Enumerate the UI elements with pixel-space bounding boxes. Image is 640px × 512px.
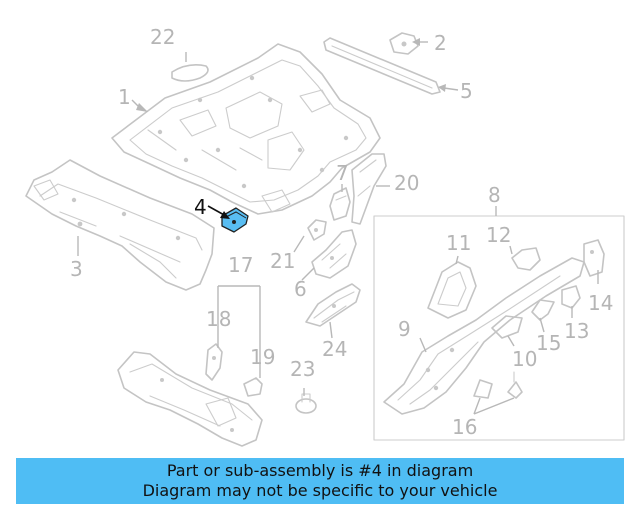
callout-17: 17 [228,253,253,277]
callout-21: 21 [270,249,295,273]
part-7-bracket [329,187,351,221]
callout-13: 13 [564,319,589,343]
part-3-rear-panel [25,159,215,291]
part-20-side-panel [351,153,387,225]
part-22-plug [171,64,209,82]
callout-6: 6 [294,277,307,301]
part-4-bracket-highlighted [221,207,249,233]
leader-lines [77,38,599,415]
callout-5: 5 [460,79,473,103]
part-10-bracket [491,315,523,339]
leader-part-4 [207,205,230,219]
part-2-bracket [389,32,419,55]
callout-7: 7 [336,161,349,185]
part-12-bracket [511,247,541,271]
part-18-bracket [205,343,223,381]
callout-8: 8 [488,183,501,207]
detail-box-part-8 [373,215,625,441]
info-banner: Part or sub-assembly is #4 in diagram Di… [16,458,624,504]
parts-diagram: 1 2 3 4 5 6 7 8 9 10 11 12 13 14 15 16 1… [25,25,625,447]
banner-line-disclaimer: Diagram may not be specific to your vehi… [142,481,498,500]
callout-11: 11 [446,231,471,255]
callout-4: 4 [194,195,207,219]
part-23-plug [295,393,317,414]
banner-line-part: Part or sub-assembly is #4 in diagram [166,461,474,480]
callout-10: 10 [512,347,537,371]
callout-labels: 1 2 3 4 5 6 7 8 9 10 11 12 13 14 15 16 1… [70,25,613,439]
part-21-bracket [307,219,327,241]
callout-1: 1 [118,85,131,109]
callout-3: 3 [70,257,83,281]
callout-24: 24 [322,337,347,361]
part-15-bracket [531,299,555,321]
part-9-side-member [383,257,585,415]
part-1-rear-floor-pan [111,43,381,215]
part-16-fasteners [473,371,523,399]
callout-18: 18 [206,307,231,331]
callout-23: 23 [290,357,315,381]
callout-14: 14 [588,291,613,315]
callout-2: 2 [434,31,447,55]
callout-22: 22 [150,25,175,49]
callout-16: 16 [452,415,477,439]
callout-15: 15 [536,331,561,355]
part-11-panel [427,261,477,319]
callout-9: 9 [398,317,411,341]
part-6-bracket [311,229,357,279]
part-17-crossmember-assembly [117,351,263,447]
callout-12: 12 [486,223,511,247]
part-24-member [305,283,361,327]
part-19-bracket [243,377,263,397]
callout-19: 19 [250,345,275,369]
part-14-bracket [583,239,605,277]
part-13-bracket [561,285,581,309]
part-5-crossmember [323,37,441,95]
callout-20: 20 [394,171,419,195]
